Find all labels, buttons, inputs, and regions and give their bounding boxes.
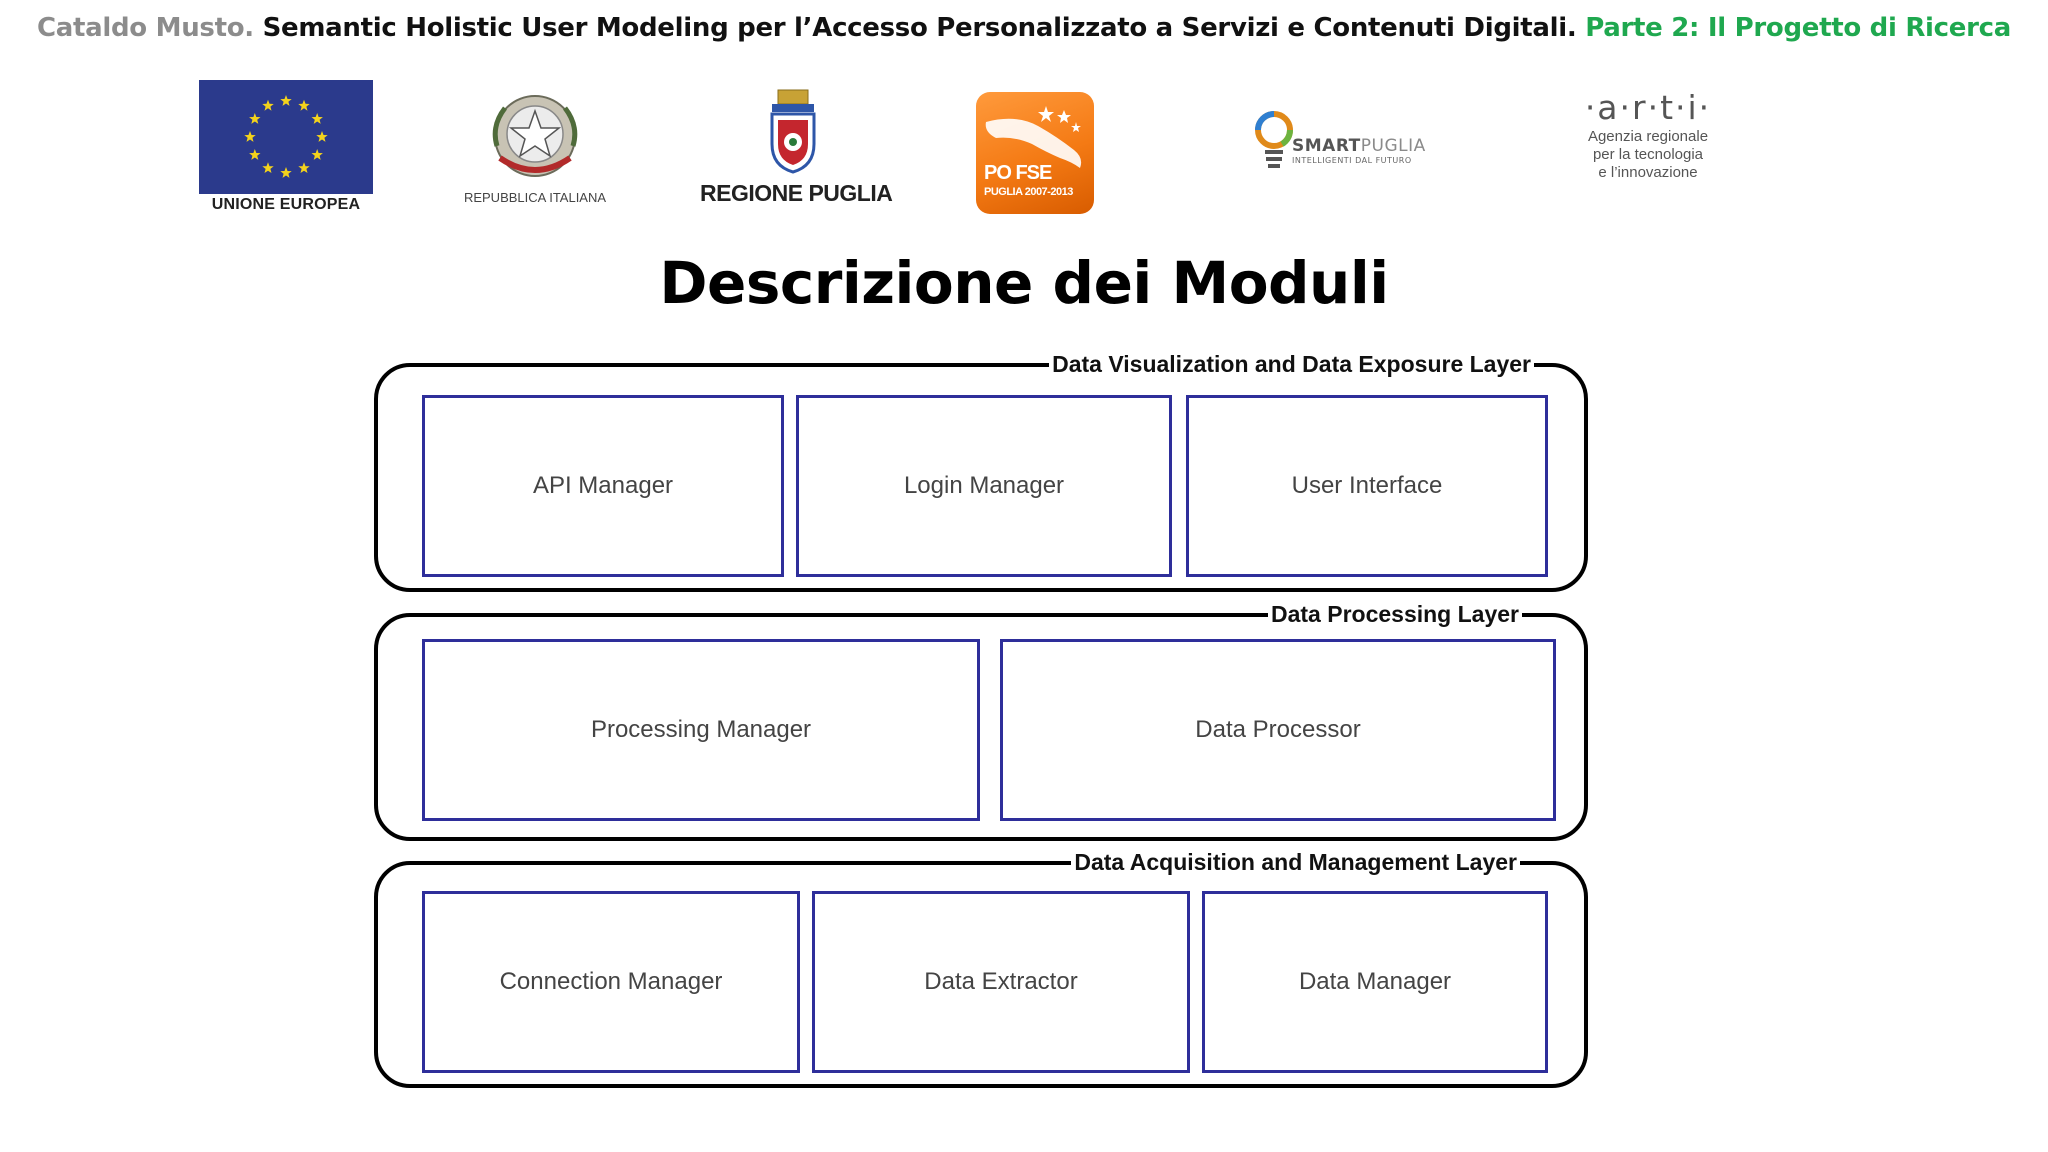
slide-header: Cataldo Musto. Semantic Holistic User Mo… — [0, 10, 2048, 46]
logo-po-fse: PO FSE PUGLIA 2007-2013 — [976, 92, 1094, 214]
smartpuglia-puglia: PUGLIA — [1360, 136, 1426, 156]
logo-arti: ·a·r·t·i· Agenzia regionale per la tecno… — [1560, 88, 1736, 192]
module-login-manager: Login Manager — [796, 395, 1172, 577]
layer-data-visualization: Data Visualization and Data Exposure Lay… — [374, 350, 1588, 592]
eu-star-icon — [280, 95, 292, 106]
module-label: Login Manager — [903, 472, 1065, 499]
po-fse-line2: PUGLIA 2007-2013 — [984, 186, 1073, 198]
regione-puglia-crest-icon — [770, 89, 816, 174]
arti-wordmark: ·a·r·t·i· — [1584, 88, 1712, 127]
italian-emblem-icon — [492, 95, 578, 177]
module-label: Data Processor — [1195, 716, 1361, 743]
header-part: Parte 2: Il Progetto di Ricerca — [1585, 13, 2011, 43]
module-api-manager: API Manager — [422, 395, 784, 577]
logo-repubblica-italiana: REPUBBLICA ITALIANA — [455, 86, 615, 210]
page-title: Descrizione dei Moduli — [659, 249, 1389, 317]
po-fse-line1: PO FSE — [984, 162, 1052, 184]
module-data-manager: Data Manager — [1202, 891, 1548, 1073]
layer-data-acquisition: Data Acquisition and Management Layer Co… — [374, 848, 1588, 1088]
eu-star-icon — [262, 162, 274, 173]
logo-smartpuglia: SMARTPUGLIA INTELLIGENTI DAL FUTURO — [1254, 108, 1444, 188]
eu-star-icon — [249, 113, 261, 124]
puglia-caption: REGIONE PUGLIA — [700, 180, 893, 206]
module-data-extractor: Data Extractor — [812, 891, 1190, 1073]
module-processing-manager: Processing Manager — [422, 639, 980, 821]
module-user-interface: User Interface — [1186, 395, 1548, 577]
layer-label: Data Visualization and Data Exposure Lay… — [1049, 350, 1534, 378]
po-fse-logo-icon: PO FSE PUGLIA 2007-2013 — [976, 92, 1094, 214]
module-label: API Manager — [532, 472, 674, 499]
eu-star-icon — [280, 167, 292, 178]
module-label: Connection Manager — [499, 968, 723, 995]
module-label: Data Manager — [1298, 968, 1452, 995]
smartpuglia-wordmark: SMARTPUGLIA — [1292, 136, 1426, 156]
eu-star-icon — [249, 149, 261, 160]
arti-subtitle: Agenzia regionale per la tecnologia e l’… — [1587, 128, 1709, 181]
smartpuglia-bulb-icon — [1255, 111, 1294, 168]
eu-star-icon — [298, 162, 310, 173]
eu-star-icon — [298, 99, 310, 111]
italy-caption: REPUBBLICA ITALIANA — [463, 190, 607, 205]
module-label: Processing Manager — [590, 716, 812, 743]
eu-star-icon — [311, 113, 323, 124]
header-title: Semantic Holistic User Modeling per l’Ac… — [262, 13, 1577, 43]
module-label: Data Extractor — [924, 968, 1078, 995]
module-data-processor: Data Processor — [1000, 639, 1556, 821]
smartpuglia-tagline: INTELLIGENTI DAL FUTURO — [1292, 156, 1412, 165]
eu-flag-icon — [199, 80, 373, 194]
eu-caption: UNIONE EUROPEA — [211, 196, 361, 213]
logo-regione-puglia: REGIONE PUGLIA — [700, 88, 893, 210]
module-label: User Interface — [1291, 472, 1443, 499]
module-connection-manager: Connection Manager — [422, 891, 800, 1073]
eu-star-icon — [311, 149, 323, 160]
smartpuglia-smart: SMART — [1292, 136, 1361, 156]
layer-data-processing: Data Processing Layer Processing Manager… — [374, 600, 1588, 841]
eu-star-icon — [262, 99, 274, 111]
header-author: Cataldo Musto. — [36, 13, 254, 43]
layer-label: Data Processing Layer — [1267, 600, 1522, 628]
logo-unione-europea: UNIONE EUROPEA — [199, 80, 373, 216]
eu-star-icon — [244, 131, 256, 142]
eu-star-icon — [316, 131, 328, 142]
layer-label: Data Acquisition and Management Layer — [1071, 848, 1520, 876]
